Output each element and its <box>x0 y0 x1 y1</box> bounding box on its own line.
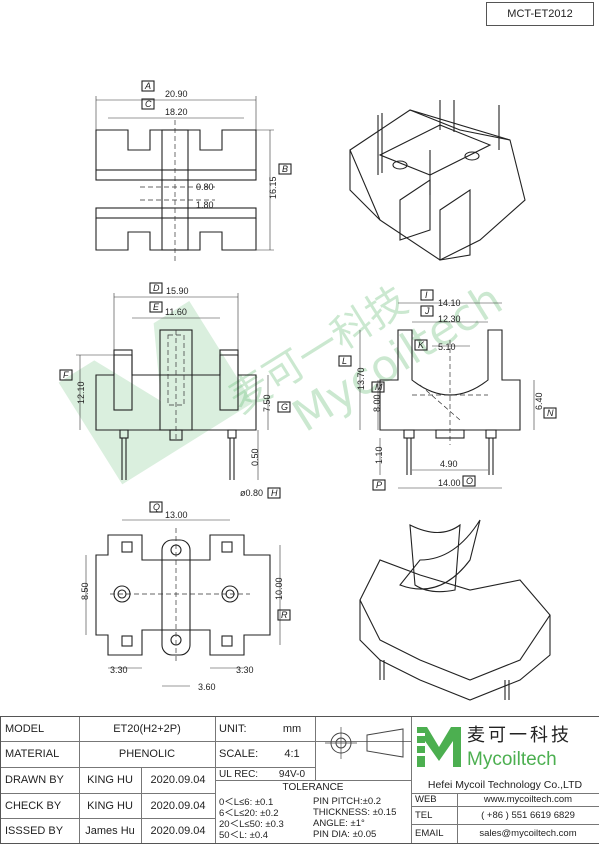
side-view: I 14.10 J 12.30 K 5.10 L 13.70 M 8.00 N … <box>338 289 557 491</box>
dim-gap-180: 1.80 <box>196 200 214 210</box>
ulrec-value: 94V-0 <box>278 768 306 780</box>
tol-right-0: PIN PITCH:±0.2 <box>313 795 382 807</box>
dim-h: ø0.80 <box>240 488 263 498</box>
logo-en: Mycoiltech <box>467 749 557 770</box>
front-view: D 15.90 E 11.60 F 12.10 G 7.50 0.50 ø0.8… <box>59 282 291 499</box>
label-box-a <box>141 80 155 92</box>
svg-text:N: N <box>547 408 554 418</box>
material-value: PHENOLIC <box>118 748 176 760</box>
drawn-date: 2020.09.04 <box>150 774 206 786</box>
ulrec-label: UL REC: <box>219 768 259 780</box>
watermark-logo-icon <box>58 300 253 485</box>
mycoil-logo-icon <box>417 727 461 767</box>
tol-left-0: 0＜L≤6: ±0.1 <box>219 797 274 808</box>
dim-bottom-330-left: 3.30 <box>110 665 128 675</box>
svg-text:F: F <box>63 370 69 380</box>
svg-text:B: B <box>282 164 288 174</box>
dim-b: 16.15 <box>268 176 278 199</box>
dim-gap-080: 0.80 <box>196 182 214 192</box>
model-value: ET20(H2+2P) <box>113 723 181 735</box>
check-value: KING HU <box>87 799 133 812</box>
projection-symbol-icon <box>325 727 404 759</box>
dim-i: 14.10 <box>438 298 461 308</box>
dim-o: 14.00 <box>438 478 461 488</box>
email-label: EMAIL <box>415 828 444 839</box>
svg-text:J: J <box>424 306 430 316</box>
check-date: 2020.09.04 <box>150 799 206 812</box>
svg-text:H: H <box>271 488 278 498</box>
drawn-value: KING HU <box>87 774 133 786</box>
dim-q: 13.00 <box>165 510 188 520</box>
model-label: MODEL <box>5 723 45 735</box>
scale-value: 4:1 <box>284 748 300 760</box>
drawing-number: MCT-ET2012 <box>486 2 594 26</box>
svg-text:G: G <box>281 402 288 412</box>
svg-text:Q: Q <box>153 502 160 512</box>
dim-d: 15.90 <box>166 286 189 296</box>
svg-text:E: E <box>153 302 160 312</box>
dim-g: 7.50 <box>262 394 272 412</box>
unit-value: mm <box>282 723 302 735</box>
issued-label: ISSSED BY <box>5 824 64 837</box>
isometric-view-top <box>349 100 526 261</box>
svg-text:D: D <box>153 283 160 293</box>
dim-m: 8.00 <box>372 394 382 412</box>
unit-label: UNIT: <box>219 723 247 735</box>
title-block: MODEL ET20(H2+2P) MATERIAL PHENOLIC DRAW… <box>0 716 599 844</box>
tolerance-title: TOLERANCE <box>282 781 344 793</box>
dim-e: 11.60 <box>165 307 187 317</box>
logo-cn: 麦可一科技 <box>467 725 572 746</box>
tol-left-2: 20＜L≤50: ±0.3 <box>219 819 284 830</box>
svg-text:A: A <box>144 81 151 91</box>
svg-text:I: I <box>425 290 428 300</box>
tel-value: ( +86 ) 551 6619 6829 <box>481 809 575 821</box>
issued-value: James Hu <box>85 824 135 837</box>
dim-f: 12.10 <box>76 381 86 404</box>
dim-p: 1.10 <box>374 446 384 464</box>
email-value[interactable]: sales@mycoiltech.com <box>479 828 577 839</box>
dim-pin-pitch: 4.90 <box>440 459 458 469</box>
dim-bottom-1000: 10.00 <box>274 577 284 600</box>
svg-text:K: K <box>418 340 425 350</box>
svg-text:M: M <box>375 382 383 392</box>
tol-left-3: 50＜L: ±0.4 <box>219 830 269 841</box>
tel-label: TEL <box>415 809 433 821</box>
dim-c: 18.20 <box>165 107 188 117</box>
scale-label: SCALE: <box>219 748 259 760</box>
svg-text:L: L <box>342 356 347 366</box>
tol-right-3: PIN DIA: ±0.05 <box>313 828 377 840</box>
dim-j: 12.30 <box>438 314 461 324</box>
dim-bottom-360: 3.60 <box>198 682 216 692</box>
tol-left-1: 6＜L≤20: ±0.2 <box>219 808 279 819</box>
check-label: CHECK BY <box>5 799 62 812</box>
material-label: MATERIAL <box>5 748 60 760</box>
dim-l: 13.70 <box>356 367 366 390</box>
dim-n: 6.40 <box>534 392 544 410</box>
bottom-view: Q 13.00 8.50 10.00 R 3.30 3.30 3.60 <box>80 501 291 692</box>
issued-date: 2020.09.04 <box>150 824 206 837</box>
dim-bottom-850: 8.50 <box>80 582 90 600</box>
dim-a: 20.90 <box>165 89 188 99</box>
top-view: A 20.90 C 18.20 B 16.15 0.80 1.80 <box>95 80 292 262</box>
tol-right-2: ANGLE: ±1° <box>313 817 365 829</box>
dim-pin-050: 0.50 <box>250 448 260 466</box>
svg-text:O: O <box>466 476 473 486</box>
isometric-view-bottom <box>359 519 551 701</box>
drawn-label: DRAWN BY <box>5 774 64 786</box>
svg-text:P: P <box>376 480 382 490</box>
web-label: WEB <box>415 794 437 805</box>
svg-text:R: R <box>281 610 288 620</box>
technical-drawing: 麦可一科技 Mycoiltech A 20.90 C 18.20 B 16.15… <box>58 80 557 701</box>
tol-right-1: THICKNESS: ±0.15 <box>313 806 397 818</box>
dim-bottom-330-right: 3.30 <box>236 665 254 675</box>
dim-k: 5.10 <box>438 342 456 352</box>
company-name: Hefei Mycoil Technology Co.,LTD <box>427 779 583 791</box>
web-value[interactable]: www.mycoiltech.com <box>483 794 573 805</box>
svg-text:C: C <box>145 99 152 109</box>
